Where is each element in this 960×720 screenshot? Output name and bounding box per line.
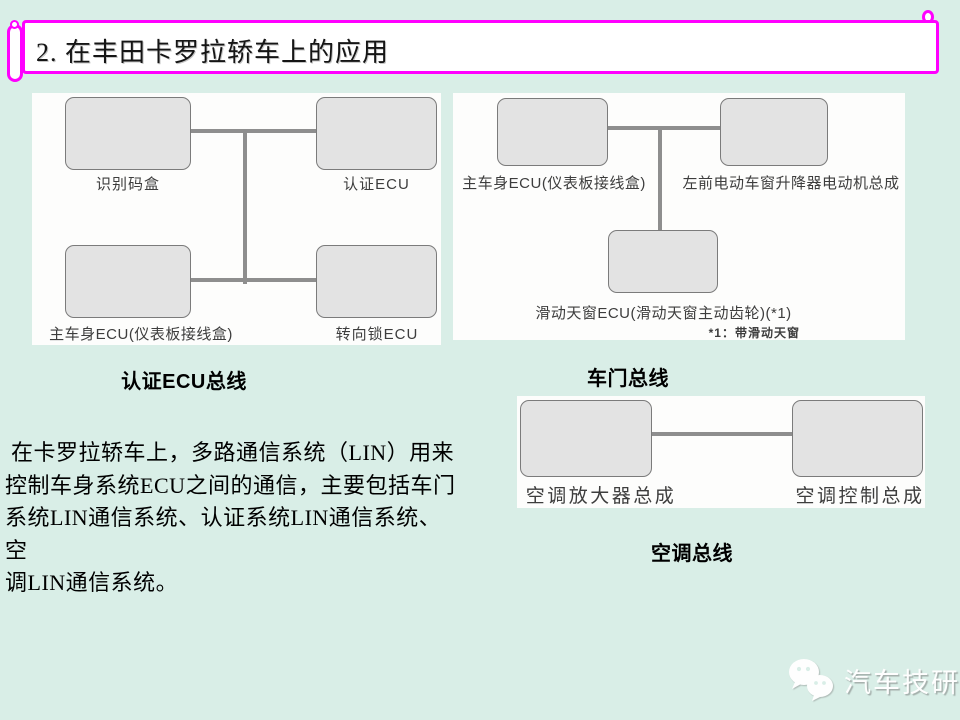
node-auth-ecu <box>316 97 437 170</box>
door-bus-vertical-line <box>658 126 662 232</box>
node-main-body-ecu <box>65 245 191 318</box>
door-bus-diagram: 主车身ECU(仪表板接线盒) 左前电动车窗升降器电动机总成 滑动天窗ECU(滑动… <box>453 93 905 340</box>
node-id-code-box <box>65 97 191 170</box>
auth-bus-diagram: 识别码盒 认证ECU 主车身ECU(仪表板接线盒) 转向锁ECU <box>32 93 441 345</box>
node-ac-control <box>792 400 923 477</box>
node-label-ac-amplifier: 空调放大器总成 <box>525 486 677 507</box>
node-ac-amplifier <box>520 400 652 477</box>
ac-bus-caption: 空调总线 <box>651 543 733 565</box>
node-main-body-ecu-door <box>497 98 608 166</box>
ac-bus-line <box>650 432 794 436</box>
text-line-5: 调LIN通信系统。 <box>5 570 179 595</box>
text-line-1: 在卡罗拉轿车上，多路通信系统（LIN）用来 <box>5 440 455 465</box>
text-line-4: 空 <box>5 537 28 563</box>
banner-scroll-decoration <box>7 24 23 82</box>
auth-bus-vertical-line <box>243 129 247 284</box>
node-sunroof-ecu <box>608 230 718 293</box>
node-label-ac-control: 空调控制总成 <box>795 486 925 507</box>
auth-bus-top-line <box>189 129 317 133</box>
banner-scroll-curl-icon <box>10 20 19 29</box>
page-title: 2. 在丰田卡罗拉轿车上的应用 <box>36 38 390 67</box>
node-label-main-body-ecu: 主车身ECU(仪表板接线盒) <box>49 326 233 343</box>
sunroof-footnote: *1：带滑动天窗 <box>708 326 800 340</box>
watermark-label: 汽车技研 <box>844 667 960 698</box>
node-label-auth-ecu: 认证ECU <box>343 176 410 193</box>
node-label-id-code-box: 识别码盒 <box>95 176 160 193</box>
banner-frame <box>22 20 939 74</box>
node-label-sunroof-ecu: 滑动天窗ECU(滑动天窗主动齿轮)(*1) <box>535 305 792 322</box>
body-text: 在卡罗拉轿车上，多路通信系统（LIN）用来 控制车身系统ECU之间的通信，主要包… <box>5 437 495 600</box>
text-line-2: 控制车身系统ECU之间的通信，主要包括车门 <box>5 472 456 498</box>
ac-bus-diagram: 空调放大器总成 空调控制总成 <box>517 396 925 508</box>
node-label-main-body-ecu-door: 主车身ECU(仪表板接线盒) <box>462 175 646 192</box>
wechat-icon <box>789 659 833 701</box>
door-bus-caption: 车门总线 <box>587 368 669 390</box>
watermark: 汽车技研 <box>784 655 960 705</box>
node-steering-lock-ecu <box>316 245 437 318</box>
node-label-steering-lock-ecu: 转向锁ECU <box>335 326 419 343</box>
auth-bus-caption: 认证ECU总线 <box>121 371 247 393</box>
door-bus-top-line <box>606 126 722 130</box>
text-line-3: 系统LIN通信系统、认证系统LIN通信系统、 <box>5 505 442 530</box>
node-label-window-motor: 左前电动车窗升降器电动机总成 <box>682 175 900 192</box>
auth-bus-bottom-line <box>189 278 317 282</box>
node-window-motor <box>720 98 828 166</box>
